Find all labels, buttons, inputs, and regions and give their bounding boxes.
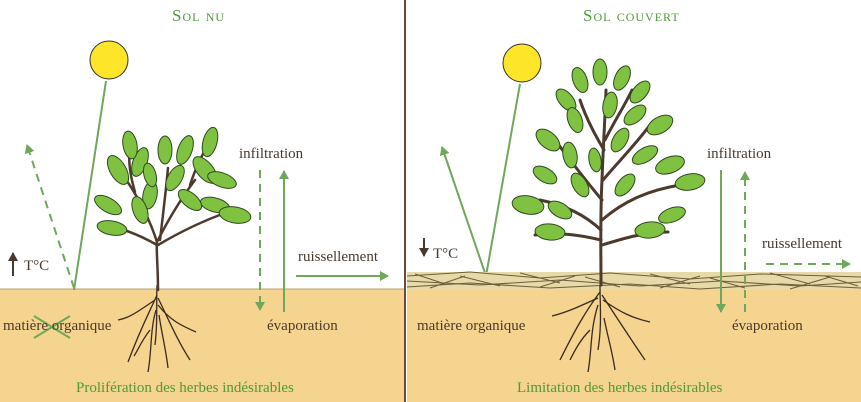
right-organic-matter-label: matière organique [417,318,526,334]
organic-matter-cross [33,315,71,339]
sun-ray-arrow-right [485,83,521,277]
right-temperature-label: T°C [433,246,459,262]
right-infiltration-label: infiltration [707,146,772,162]
mulch-layer [406,271,861,290]
roots-icon-right [551,284,651,373]
reflection-arrow [24,144,75,289]
left-evaporation-label: évaporation [267,318,338,334]
reflection-arrow-right [439,146,487,277]
left-caption: Prolifération des herbes indésirables [76,380,294,396]
left-organic-matter-label: matière organique [3,318,112,334]
left-temperature-label: T°C [24,258,50,274]
sun-ray-arrow [73,80,107,291]
soil-left [0,289,404,402]
left-infiltration-label: infiltration [239,146,304,162]
right-evaporation-label: évaporation [732,318,803,334]
left-panel-title: Sol nu [172,6,226,25]
plant-icon [94,126,252,292]
sun-icon [89,40,129,80]
plant-icon-right [511,58,706,287]
soil-right [407,289,861,402]
right-panel-title: Sol couvert [583,6,680,25]
right-runoff-label: ruissellement [762,236,842,252]
sun-icon-right [502,43,542,83]
left-runoff-label: ruissellement [298,249,378,265]
right-caption: Limitation des herbes indésirables [517,380,723,396]
roots-icon [117,284,197,373]
